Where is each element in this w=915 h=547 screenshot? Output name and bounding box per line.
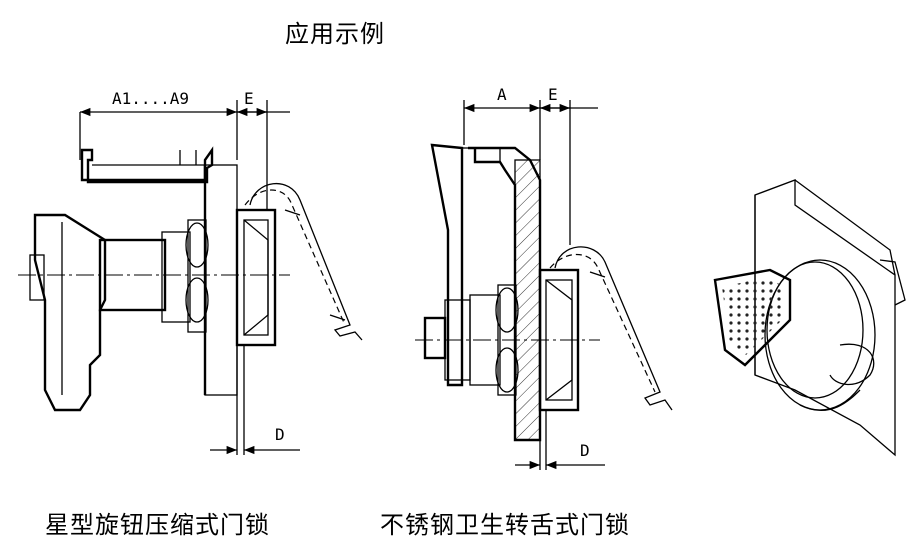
dimension-a1-a9: A1....A9 [79, 89, 238, 160]
cam-lock-drawing: A E [415, 85, 673, 470]
dim-label-d-1: D [275, 425, 285, 444]
lever-handle [430, 143, 464, 387]
hatched-door-section [514, 159, 541, 441]
textured-grip [713, 268, 792, 367]
dimension-e-1: E [237, 89, 290, 210]
star-knob [33, 213, 107, 412]
dimension-d-1: D [210, 345, 300, 455]
dim-label-e-1: E [244, 89, 254, 108]
dim-label-a: A [497, 85, 507, 104]
lock-nut-stack [185, 208, 277, 347]
star-knob-lock-drawing: A1....A9 E [18, 89, 363, 455]
dimension-e-2: E [540, 85, 598, 245]
round-cap [764, 259, 876, 411]
figure-title: 应用示例 [285, 20, 385, 48]
dim-label-a1-a9: A1....A9 [112, 89, 189, 108]
dim-label-d-2: D [580, 441, 590, 460]
dimension-d-2: D [515, 410, 605, 470]
panel-channel [80, 146, 214, 184]
caption-cam-lock: 不锈钢卫生转舌式门锁 [380, 511, 630, 539]
door-sheet [204, 164, 238, 396]
caption-star-knob-lock: 星型旋钮压缩式门锁 [45, 511, 270, 539]
cam-lock-isometric-view [713, 179, 906, 457]
dim-label-e-2: E [548, 85, 558, 104]
